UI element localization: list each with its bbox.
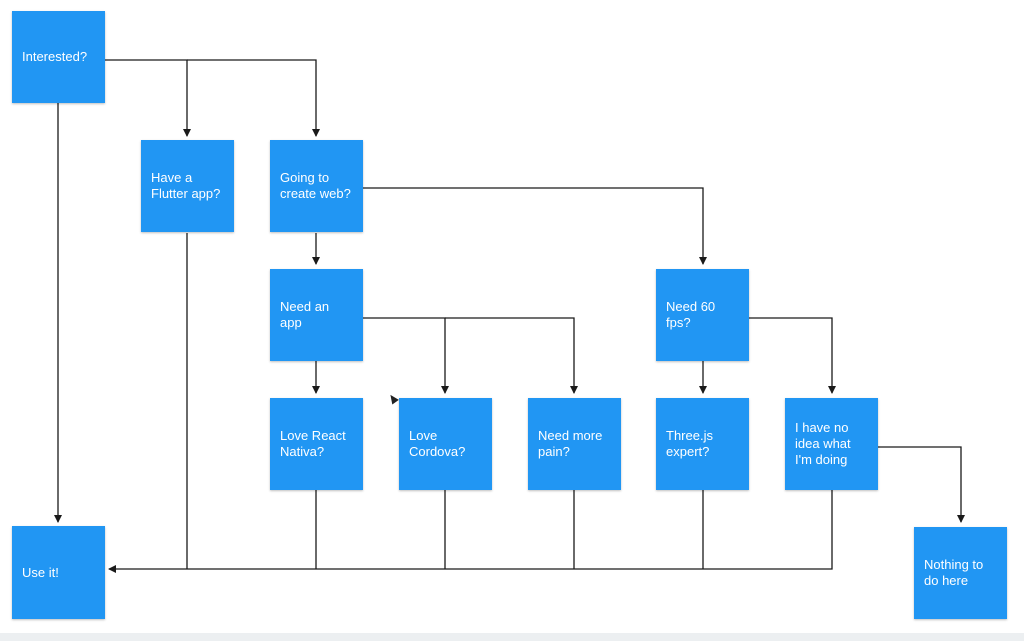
- node-need-60-fps: Need 60 fps?: [656, 269, 749, 361]
- node-going-to-create-web: Going to create web?: [270, 140, 363, 232]
- connector-needapp-to-cordova: [363, 317, 449, 394]
- node-need-an-app: Need an app: [270, 269, 363, 361]
- node-no-idea: I have no idea what I'm doing: [785, 398, 878, 490]
- connector-bottom-return: [108, 490, 833, 573]
- connector-web-to-60fps: [363, 187, 707, 265]
- node-threejs-expert: Three.js expert?: [656, 398, 749, 490]
- connector-needapp-to-pain: [445, 317, 578, 394]
- node-have-flutter-app: Have a Flutter app?: [141, 140, 234, 232]
- node-nothing-to-do-here: Nothing to do here: [914, 527, 1007, 619]
- connector-interested-to-web: [187, 59, 320, 137]
- node-interested: Interested?: [12, 11, 105, 103]
- connector-noidea-to-nothing: [878, 446, 965, 523]
- node-love-react-native: Love React Nativa?: [270, 398, 363, 490]
- node-need-more-pain: Need more pain?: [528, 398, 621, 490]
- node-use-it: Use it!: [12, 526, 105, 619]
- connector-interested-to-flutter: [105, 59, 191, 137]
- bottom-divider: [0, 633, 1024, 641]
- node-love-cordova: Love Cordova?: [399, 398, 492, 490]
- connector-60fps-to-noidea: [749, 317, 836, 394]
